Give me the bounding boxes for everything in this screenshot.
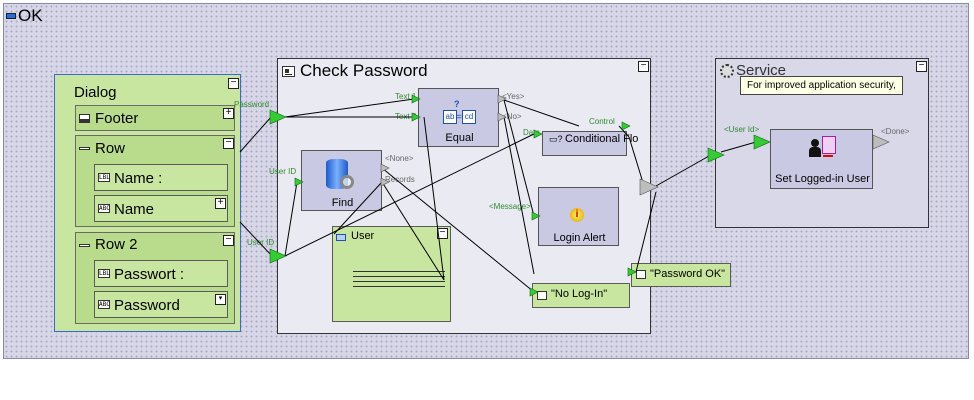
row2-block[interactable]: Row 2 − LBL Passwort : ABC Password ▾ xyxy=(75,232,235,324)
gear-icon xyxy=(720,64,734,78)
service-tooltip: For improved application security, xyxy=(740,76,903,95)
check-password-icon xyxy=(282,66,295,77)
check-port-password-label: Password xyxy=(234,100,270,109)
login-alert-port-message-label: <Message> xyxy=(489,202,531,211)
table-icon xyxy=(336,234,346,241)
conditional-port-data-label: Data xyxy=(523,128,540,137)
name-label-text: Name : xyxy=(114,170,163,187)
footer-block[interactable]: Footer + xyxy=(75,105,235,131)
no-login-label: "No Log-In" xyxy=(551,288,608,300)
row2-collapse-button[interactable]: − xyxy=(223,235,234,246)
name-field-text: Name xyxy=(114,201,155,218)
equal-icon: ab = cd ? xyxy=(443,99,476,125)
conditional-port-control-label: Control xyxy=(589,117,615,126)
equal-port-text2-label: Text 2 xyxy=(395,112,417,121)
user-table-label: User xyxy=(351,230,375,242)
row-collapse-button[interactable]: − xyxy=(223,138,234,149)
no-login-block[interactable]: "No Log-In" xyxy=(532,283,630,308)
find-port-userid-label: User ID xyxy=(269,167,297,176)
canvas-collapse-icon[interactable] xyxy=(6,13,16,19)
equal-port-yes-label: <Yes> xyxy=(502,92,525,101)
conditional-flow-label-text: Conditional Flo xyxy=(565,133,639,145)
password-label-block[interactable]: LBL Passwort : xyxy=(94,260,228,287)
footer-expand-button[interactable]: + xyxy=(223,108,234,119)
find-magnifier-icon xyxy=(340,175,354,189)
row-block[interactable]: Row − LBL Name : ABC Name + xyxy=(75,135,235,227)
connector-line xyxy=(239,115,273,153)
table-column-line xyxy=(353,271,445,272)
conditional-flow-icon: ▭? xyxy=(549,134,566,144)
find-node[interactable]: Find xyxy=(301,150,382,211)
table-column-line xyxy=(353,281,445,282)
equal-node[interactable]: ab = cd ? Equal xyxy=(418,88,499,147)
label-badge-icon: LBL xyxy=(98,269,110,278)
dialog-collapse-button[interactable]: − xyxy=(228,78,239,89)
find-port-records-label: Records xyxy=(385,175,415,184)
set-user-port-done-label: <Done> xyxy=(881,127,910,136)
row2-icon xyxy=(79,244,90,247)
equal-port-text1-label: Text 1 xyxy=(395,92,417,101)
text-constant-icon xyxy=(537,291,547,300)
table-column-line xyxy=(353,286,445,287)
login-alert-label: Login Alert xyxy=(553,232,606,244)
name-field-expand-button[interactable]: + xyxy=(215,198,226,209)
equal-label: Equal xyxy=(445,132,474,144)
user-table-collapse-button[interactable]: − xyxy=(437,228,448,239)
check-password-title: Check Password xyxy=(300,61,428,80)
password-field-text: Password xyxy=(114,297,180,314)
footer-label: Footer xyxy=(95,110,139,127)
service-title: Service xyxy=(736,62,787,79)
find-port-none-label: <None> xyxy=(385,154,414,163)
info-icon: i xyxy=(570,208,584,222)
password-field-block[interactable]: ABC Password ▾ xyxy=(94,291,228,318)
row2-title: Row 2 xyxy=(95,236,138,253)
canvas-title: OK xyxy=(18,6,43,25)
dialog-group[interactable]: Dialog − Footer + Row − LBL Name : ABC N… xyxy=(54,74,241,332)
check-port-userid-label: User ID xyxy=(247,238,275,247)
find-label: Find xyxy=(331,197,354,209)
name-field-block[interactable]: ABC Name + xyxy=(94,195,228,222)
row-icon xyxy=(79,147,90,150)
connector-line xyxy=(655,155,710,187)
set-logged-in-user-label: Set Logged-in User xyxy=(775,173,870,185)
label-badge-icon: LBL xyxy=(98,173,110,182)
equal-port-no-label: <No> xyxy=(502,112,522,121)
field-badge-icon: ABC xyxy=(98,204,110,213)
password-field-dropdown-button[interactable]: ▾ xyxy=(215,294,226,305)
field-badge-icon: ABC xyxy=(98,300,110,309)
check-password-collapse-button[interactable]: − xyxy=(638,61,649,72)
user-table-block[interactable]: User − xyxy=(332,226,451,322)
service-collapse-button[interactable]: − xyxy=(916,61,927,72)
diagram-canvas[interactable]: OK Dialog − Footer + Row − LBL Name : AB… xyxy=(3,3,969,359)
name-label-block[interactable]: LBL Name : xyxy=(94,164,228,191)
password-label-text: Passwort : xyxy=(114,266,185,283)
row-title: Row xyxy=(95,140,126,157)
conditional-flow-label: ▭? Conditional Flo xyxy=(549,133,638,145)
user-login-icon xyxy=(809,136,837,162)
dialog-title: Dialog xyxy=(74,84,117,101)
set-user-port-userid-label: <User Id> xyxy=(724,125,760,134)
footer-icon xyxy=(79,114,90,123)
table-column-line xyxy=(353,276,445,277)
password-ok-block[interactable]: "Password OK" xyxy=(631,263,731,287)
set-logged-in-user-node[interactable]: Set Logged-in User xyxy=(770,129,873,189)
text-constant-icon xyxy=(636,270,646,279)
login-alert-node[interactable]: i Login Alert xyxy=(538,187,619,246)
password-ok-label: "Password OK" xyxy=(650,268,726,280)
conditional-flow-node[interactable]: ▭? Conditional Flo xyxy=(542,131,638,156)
